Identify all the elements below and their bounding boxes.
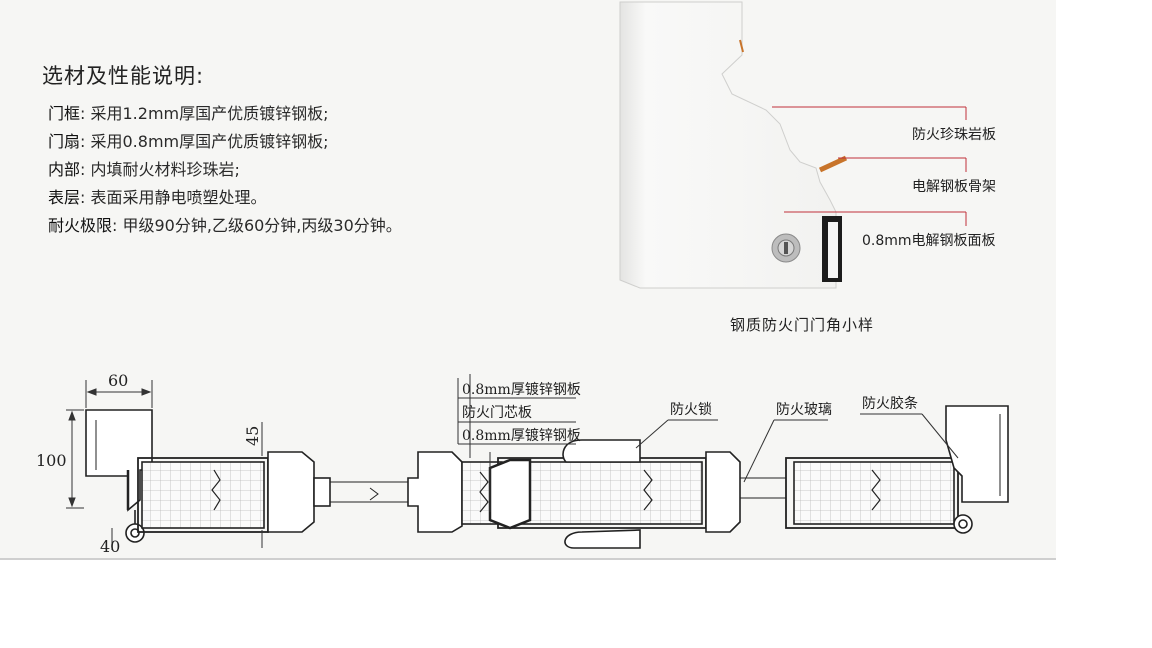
label-fire-glass: 防火玻璃 — [776, 401, 832, 418]
sample-face — [619, 1, 837, 289]
spec-item: 门扇: 采用0.8mm厚国产优质镀锌钢板; — [48, 132, 329, 151]
spec-item: 门框: 采用1.2mm厚国产优质镀锌钢板; — [48, 104, 329, 123]
sample-steel-frame-edge — [818, 155, 848, 173]
dim-frame-width: 60 — [108, 371, 128, 390]
dim-frame-height: 100 — [36, 451, 67, 470]
label-face-sheet-bottom: 0.8mm厚镀锌钢板 — [462, 427, 581, 444]
left-door-frame — [85, 409, 153, 512]
spec-item: 表层: 表面采用静电喷塑处理。 — [48, 188, 267, 207]
label-core-board: 防火门芯板 — [462, 405, 532, 421]
label-fire-lock: 防火锁 — [670, 402, 712, 418]
callout-steel-panel: 0.8mm电解钢板面板 — [862, 233, 996, 249]
dim-frame-depth: 40 — [100, 537, 120, 556]
left-leaf-core — [141, 461, 265, 529]
dim-leaf-thickness: 45 — [243, 426, 262, 446]
callout-steel-frame: 电解钢板骨架 — [912, 179, 996, 195]
right-hinge — [953, 514, 973, 534]
spec-item: 耐火极限: 甲级90分钟,乙级60分钟,丙级30分钟。 — [48, 216, 402, 235]
spec-title: 选材及性能说明: — [42, 64, 205, 88]
label-face-sheet-top: 0.8mm厚镀锌钢板 — [462, 381, 581, 398]
fire-lock — [562, 439, 641, 463]
sample-caption: 钢质防火门门角小样 — [730, 316, 875, 334]
spec-item: 内部: 内填耐火材料珍珠岩; — [48, 160, 240, 179]
spec-list: 门框: 采用1.2mm厚国产优质镀锌钢板; 门扇: 采用0.8mm厚国产优质镀锌… — [48, 100, 402, 240]
callout-perlite-board: 防火珍珠岩板 — [912, 127, 996, 143]
label-fire-strip: 防火胶条 — [862, 395, 918, 412]
right-leaf-core — [505, 461, 703, 525]
